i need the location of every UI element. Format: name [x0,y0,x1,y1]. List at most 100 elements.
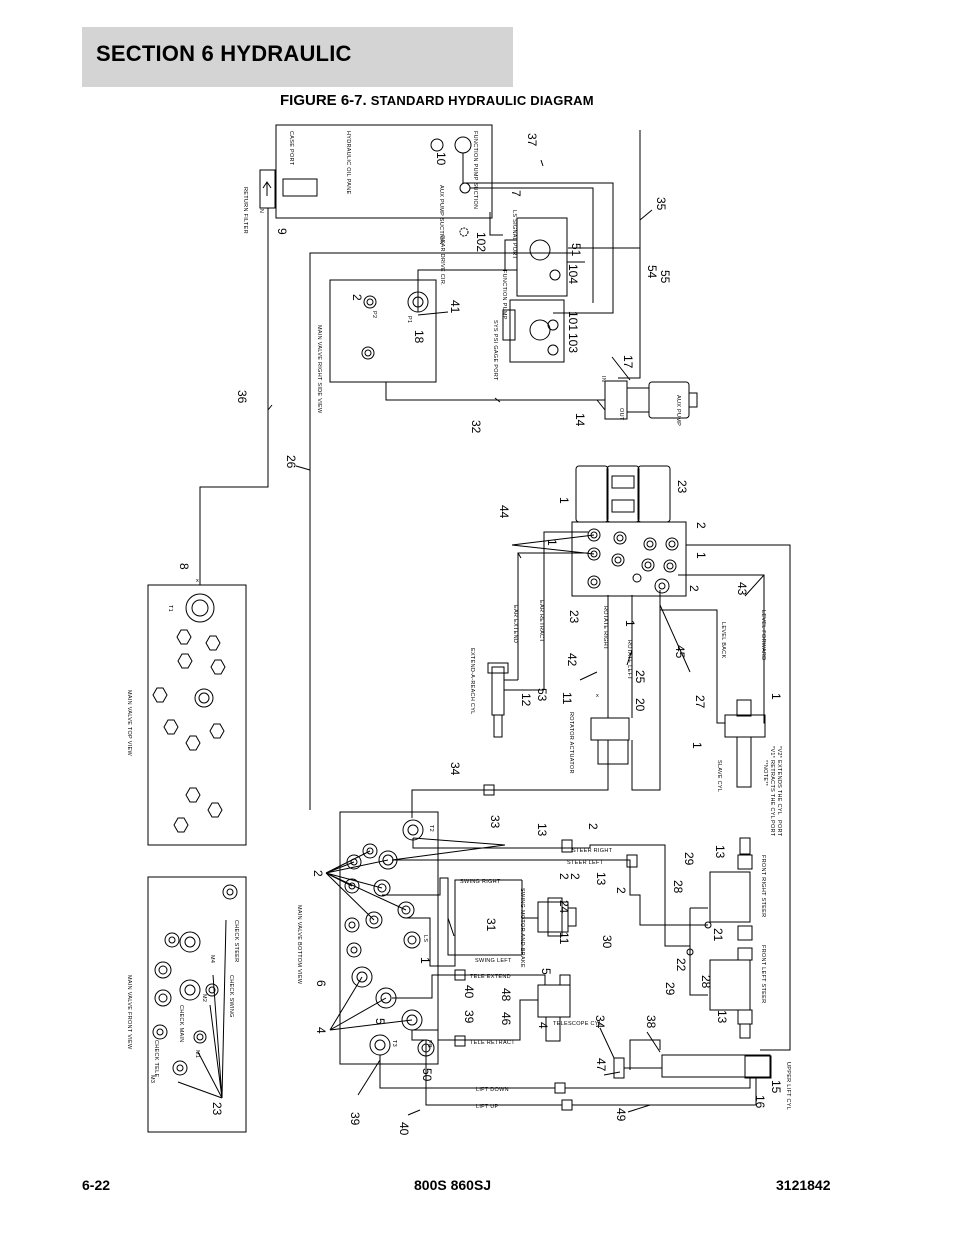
callout-23-front: 23 [210,1102,224,1116]
callout-18: 18 [412,330,426,344]
label-return-filter: RETURN FILTER [242,187,248,234]
label-lift-down: LIFT DOWN [476,1087,509,1093]
callout-30: 30 [600,935,614,949]
label-p1: P1 [406,316,412,323]
label-front-left-steer: FRONT LEFT STEER [760,945,766,1003]
callout-8: 8 [177,563,191,570]
callout-13-sl: 13 [594,872,608,886]
label-t1: T1 [167,605,173,612]
main-valve-bottom-view [339,811,439,1065]
label-hydraulic-oil-pane: HYDRAULIC OIL PANE [345,131,351,195]
label-note-v2: *V2* EXTENDS THE CYL [776,746,782,815]
line-level-back [659,590,718,713]
callout-2-vb-a: 2 [694,522,708,529]
callout-46: 46 [499,1012,513,1026]
callout-22: 22 [674,958,688,972]
callout-55: 55 [658,270,672,284]
line-11 [411,740,609,818]
callout-9: 9 [275,228,289,235]
label-aux-in: IN [600,376,606,382]
line-36 [199,208,269,585]
label-level-back: LEVEL BACK [720,622,726,658]
model-number: 800S 860SJ [414,1177,492,1193]
label-p2: P2 [371,311,377,318]
callout-2-bottom: 2 [311,870,325,877]
main-valve-right-side-view [329,279,437,383]
callout-20: 20 [633,698,647,712]
callout-23-vb: 23 [567,610,581,624]
line-38 [629,1039,661,1070]
callout-16: 16 [753,1095,767,1109]
front-left-steer-cylinder [709,959,751,1011]
label-steer-left: STEER LEFT [567,860,604,866]
label-tele-extend: TELE EXTEND [470,974,511,980]
slave-cylinder [724,714,766,738]
label-swing-left: SWING LEFT [475,958,512,964]
callout-34-bottom: 34 [593,1015,607,1029]
line-lift-down [379,1055,555,1089]
callout-44: 44 [497,505,511,519]
callout-11-swm: 11 [557,932,571,945]
callout-50: 50 [420,1068,434,1082]
callout-10: 10 [434,152,448,166]
function-pump-suction-port [454,136,472,154]
callout-15: 15 [769,1080,783,1094]
callout-1-bottom: 1 [418,957,432,964]
line-lift-up [411,1030,562,1106]
label-check-main: CHECK MAIN [178,1005,184,1043]
hydraulic-oil-pane [275,124,493,219]
figure-caption: FIGURE 6-7. STANDARD HYDRAULIC DIAGRAM [280,92,594,109]
label-m2: M2 [201,994,207,1002]
callout-12: 12 [519,693,533,707]
callout-28-b: 28 [699,975,713,989]
function-pump [516,217,568,297]
callout-42: 42 [565,653,579,667]
label-m4: M4 [209,955,215,963]
line-34 [411,789,484,818]
label-tele-retract: TELE RETRACT [470,1040,515,1046]
callout-29-b: 29 [663,982,677,996]
aux-pump-suction-port [459,182,471,194]
label-front-right-steer: FRONT RIGHT STEER [760,855,766,917]
callout-5-bottom: 5 [373,1018,387,1025]
label-mv-front: MAIN VALVE FRONT VIEW [126,975,132,1050]
label-m1: M1 [194,1050,200,1058]
line-tele-retract [412,999,538,1041]
line-41 [417,269,517,312]
label-port-2: PORT [776,820,782,837]
callout-54: 54 [645,265,659,279]
label-mv-bottom: MAIN VALVE BOTTOM VIEW [296,905,302,985]
callout-40-a: 40 [462,985,476,999]
callout-4-bottom: 4 [314,1027,328,1034]
line-steer-right [412,838,690,947]
label-m3: M3 [149,1075,155,1083]
callout-11-ra: 11 [560,692,574,705]
label-t2: T2 [428,825,434,832]
label-pb: PB [426,1040,432,1048]
label-slave-cyl: SLAVE CYL [716,760,722,792]
callout-53: 53 [535,688,549,702]
steer-left-fitting [626,854,638,868]
callout-47: 47 [594,1058,608,1072]
callout-104: 104 [566,264,580,284]
callout-103: 103 [566,333,580,353]
line-steer-left [392,859,708,926]
callout-49: 49 [614,1108,628,1122]
callout-1-vb-c: 1 [694,552,708,559]
label-t3: T3 [391,1040,397,1047]
label-ear-retract: EAR RETRACT [538,600,544,642]
callout-37: 37 [525,133,539,147]
label-swing-right: SWING RIGHT [460,879,501,885]
rotator-actuator [590,717,630,741]
label-check-swing: CHECK SWING [228,975,234,1018]
label-case-port: CASE PORT [288,131,294,166]
callout-24: 24 [557,900,571,914]
label-aux-out: OUT [618,408,624,421]
callout-45: 45 [673,645,687,659]
figure-number: FIGURE 6-7. [280,92,367,109]
case-port [430,138,444,152]
callout-13-frs: 13 [713,845,727,859]
line-tele-extend [392,974,546,999]
callout-29-a: 29 [682,852,696,866]
label-mv-top: MAIN VALVE TOP VIEW [126,690,132,757]
